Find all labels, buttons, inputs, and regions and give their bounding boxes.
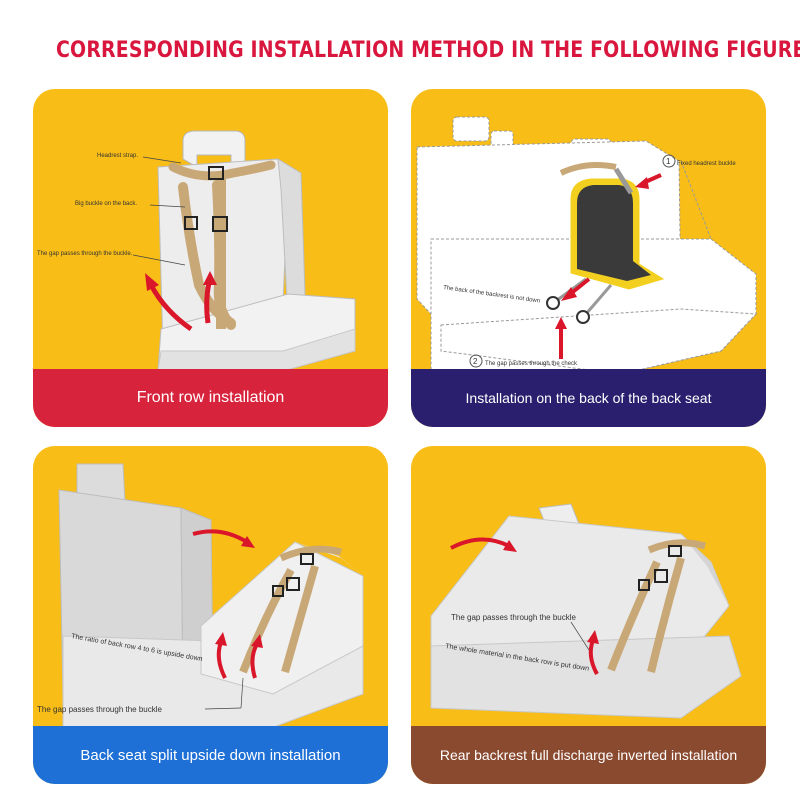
headrest-strap-label: Headrest strap. bbox=[97, 153, 138, 159]
front-row-seat-illustration: Headrest strap. Big buckle on the back. … bbox=[37, 130, 356, 372]
split-upside-down-caption: Back seat split upside down installation bbox=[33, 726, 388, 784]
rear-inverted-illustration: The gap passes through the buckle The wh… bbox=[430, 503, 742, 719]
gap-through-check-label: The gap passes through the check bbox=[485, 361, 578, 367]
rear-inverted-caption: Rear backrest full discharge inverted in… bbox=[411, 726, 766, 784]
split-seat-illustration: The ratio of back row 4 to 6 is upside d… bbox=[37, 463, 364, 731]
front-row-caption: Front row installation bbox=[33, 369, 388, 427]
back-seat-illustration: 1 Fixed headrest buckle The back of the … bbox=[416, 116, 758, 374]
page-title: CORRESPONDING INSTALLATION METHOD IN THE… bbox=[56, 38, 800, 63]
big-buckle-label: Big buckle on the back. bbox=[75, 201, 137, 207]
gap-label: The gap passes through the buckle. bbox=[37, 251, 133, 257]
step-1-number: 1 bbox=[666, 157, 671, 166]
panel-front-row: Headrest strap. Big buckle on the back. … bbox=[33, 89, 388, 427]
back-of-back-seat-caption: Installation on the back of the back sea… bbox=[411, 369, 766, 427]
panel-split-upside-down: The ratio of back row 4 to 6 is upside d… bbox=[33, 446, 388, 784]
fixed-headrest-buckle-label: Fixed headrest buckle bbox=[677, 161, 736, 167]
gap-through-buckle-label: The gap passes through the buckle bbox=[37, 705, 163, 714]
gap-through-buckle-label: The gap passes through the buckle bbox=[451, 613, 577, 622]
panel-rear-inverted: The gap passes through the buckle The wh… bbox=[411, 446, 766, 784]
panel-back-of-back-seat: 1 Fixed headrest buckle The back of the … bbox=[411, 89, 766, 427]
step-2-number: 2 bbox=[473, 357, 478, 366]
